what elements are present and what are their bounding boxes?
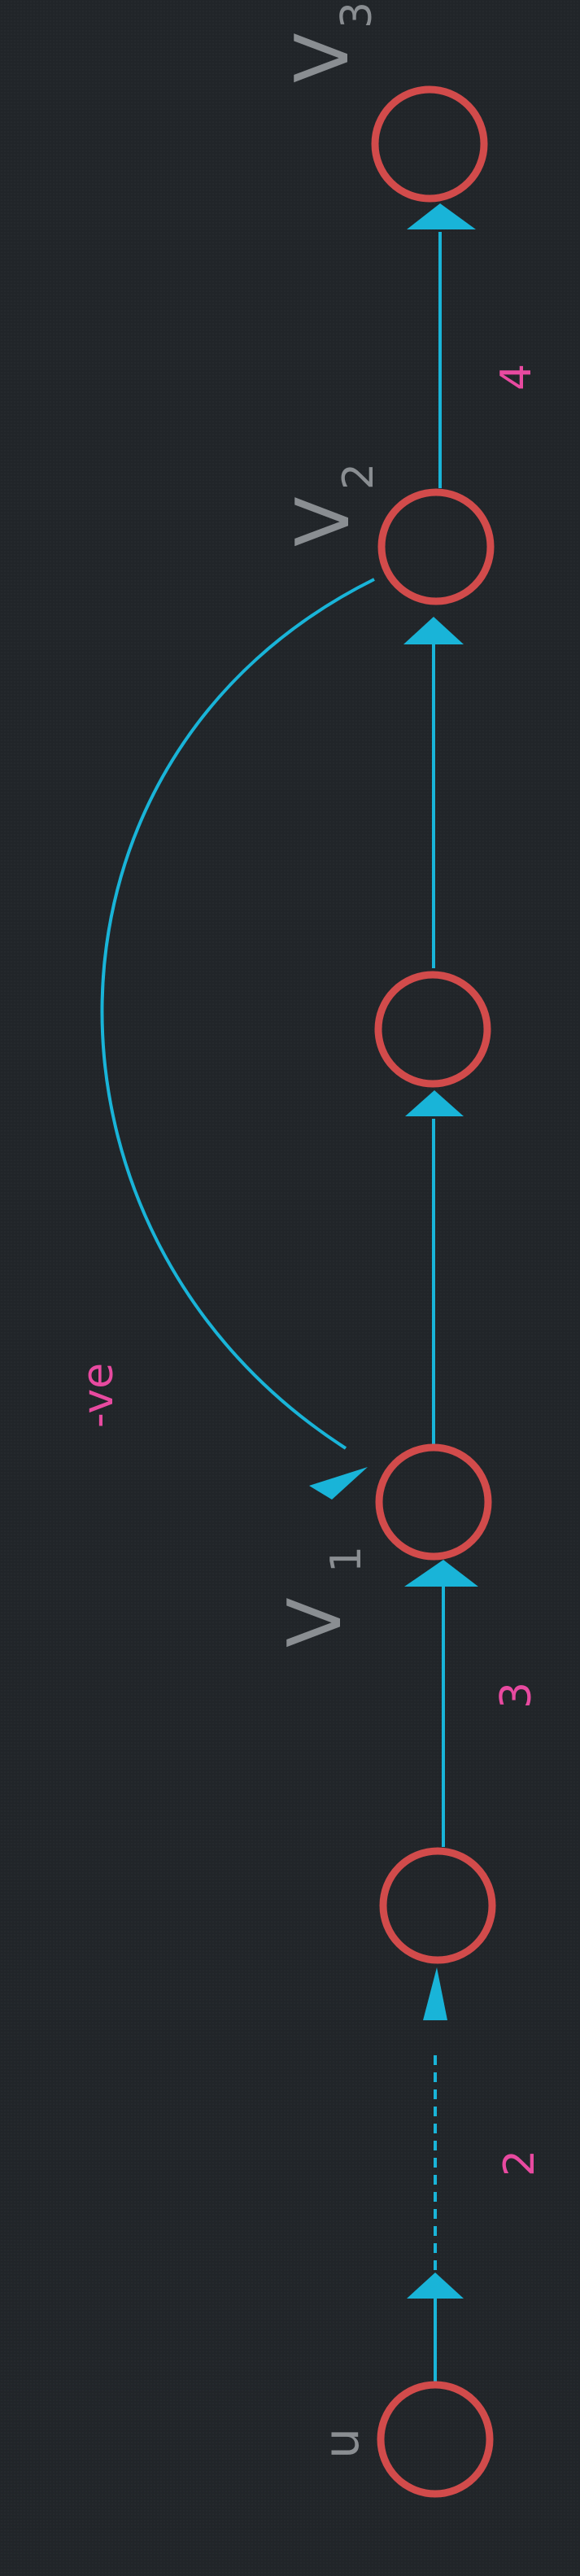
- label-v1: V: [273, 1597, 358, 1648]
- label-v1-sub: 1: [322, 1546, 371, 1573]
- node-v1: [375, 1443, 492, 1561]
- label-v3: V: [280, 33, 365, 83]
- arrow-head: [404, 1560, 478, 1587]
- arrow-head: [407, 203, 476, 229]
- weight-v2-v3: 4: [492, 364, 541, 391]
- node-v2: [377, 488, 495, 605]
- label-v2-sub: 2: [334, 463, 383, 490]
- node-v3: [371, 85, 488, 203]
- arrow-head: [309, 1467, 368, 1500]
- label-v3-sub: 3: [333, 2, 382, 28]
- node-n1: [379, 1847, 496, 1964]
- node-n3: [374, 971, 491, 1088]
- arrow-head: [405, 1090, 464, 1116]
- arrow-head: [407, 2273, 464, 2299]
- weight-back-edge: -ve: [74, 1363, 123, 1428]
- arrow-head: [403, 617, 464, 644]
- weight-u-path: 2: [495, 2150, 544, 2177]
- node-u: [377, 2381, 494, 2498]
- edge-v2-to-v1-back: [100, 578, 375, 1450]
- label-v2: V: [281, 496, 366, 547]
- weight-to-v1: 3: [492, 1682, 541, 1709]
- label-u: u: [313, 2428, 370, 2459]
- arrow-head: [423, 1967, 447, 2020]
